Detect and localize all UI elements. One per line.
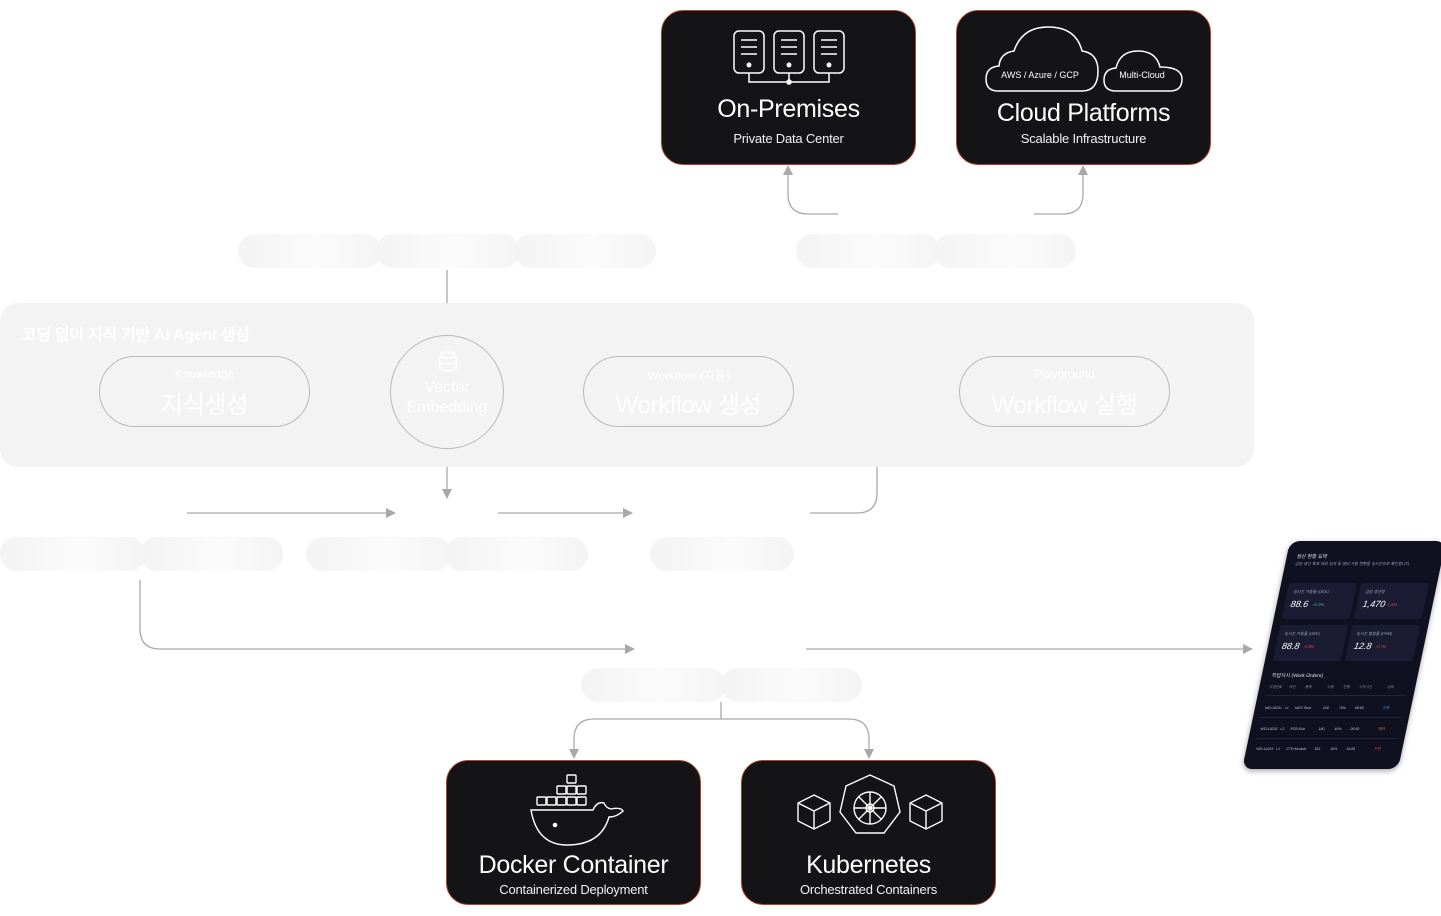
docker-subtitle: Containerized Deployment <box>499 882 648 897</box>
panel-title: 코딩 없이 지식 기반 AI Agent 생성 <box>22 327 250 344</box>
knowledge-subtitle: Knowledge <box>174 367 235 381</box>
database-icon <box>439 351 457 372</box>
arrow-main-bottom <box>139 580 635 654</box>
arrow-to-onprem <box>783 165 838 215</box>
k8s-card: Kubernetes Orchestrated Containers <box>741 760 996 905</box>
onprem-card: On-Premises Private Data Center <box>661 10 916 165</box>
vector-line2: Embedding <box>406 399 488 416</box>
cloud-tag-multi: Multi-Cloud <box>1119 70 1165 80</box>
table-title: 작업지시 (Work Orders) <box>1271 673 1324 679</box>
arrow-to-k8s <box>721 718 874 759</box>
kpi-card: 실시간 가동률 (OEE) 88.8 -0.8% <box>1272 625 1349 661</box>
table-divider <box>1260 717 1402 718</box>
knowledge-title: 지식생성 <box>160 392 249 419</box>
placeholder-pill <box>140 537 283 571</box>
placeholder-pill <box>581 668 726 702</box>
line-workflow-return <box>810 391 878 514</box>
playground-subtitle: Playground <box>1034 367 1095 381</box>
docker-card: Docker Container Containerized Deploymen… <box>446 760 701 905</box>
vector-embedding-node: Vector Embedding <box>390 335 504 449</box>
table-divider <box>1256 738 1397 739</box>
kpi-card: 실시간 가동률 (OEE) 88.6 +2.3% <box>1281 583 1358 619</box>
onprem-subtitle: Private Data Center <box>733 131 844 146</box>
server-rack-icon <box>733 30 845 85</box>
kpi-card: 금일 생산량 1,470 -1.5% <box>1353 583 1430 619</box>
cloud-card: AWS / Azure / GCP Multi-Cloud Cloud Plat… <box>956 10 1211 165</box>
table-row: WO-10232 L2 PCB-Sub 180 45% 09:30 대기 <box>1260 727 1386 731</box>
placeholder-pill <box>934 234 1076 268</box>
placeholder-pill <box>445 537 588 571</box>
cloud-title: Cloud Platforms <box>996 99 1171 127</box>
placeholder-pill <box>238 234 382 268</box>
placeholder-pill <box>376 234 520 268</box>
placeholder-pill <box>306 537 451 571</box>
table-row: WO-10231 L1 MOT-Stud 240 70% 09:00 진행 <box>1264 706 1390 710</box>
workflow-title: Workflow 생성 <box>615 392 762 419</box>
knowledge-node: Knowledge 지식생성 <box>99 356 310 427</box>
k8s-title: Kubernetes <box>806 851 931 879</box>
table-header-row: 작업번호 라인 품목 수량 진행 시작시간 상태 <box>1268 685 1395 689</box>
table-divider <box>1265 695 1406 696</box>
table-row: WO-10233 L1 CTR-Module 320 20% 10:00 지연 <box>1255 747 1382 751</box>
k8s-subtitle: Orchestrated Containers <box>799 882 938 897</box>
arrow-to-cloud <box>1034 165 1088 215</box>
docker-title: Docker Container <box>478 851 669 879</box>
placeholder-pill <box>514 234 656 268</box>
cloud-subtitle: Scalable Infrastructure <box>1020 131 1147 146</box>
placeholder-pill <box>796 234 940 268</box>
workflow-subtitle: Workflow (자동) <box>647 369 730 383</box>
docker-whale-icon <box>530 774 624 846</box>
agent-builder-panel <box>0 303 1254 467</box>
dashboard-description: 금일 생산 목표 대비 실적 및 설비 가동 현황을 실시간으로 확인합니다. <box>1294 561 1412 566</box>
cloud-icon <box>985 26 1183 92</box>
arrow-to-docker <box>569 718 721 759</box>
placeholder-pill <box>721 668 862 702</box>
dashboard-header: 생산 현황 요약 <box>1296 554 1328 560</box>
onprem-title: On-Premises <box>717 95 860 123</box>
workflow-node: Workflow (자동) Workflow 생성 <box>583 356 794 427</box>
playground-node: Playground Workflow 실행 <box>959 356 1170 427</box>
placeholder-pill <box>0 537 146 571</box>
kpi-card: 실시간 불량률 (PPM) 12.8 -0.7% <box>1344 625 1421 661</box>
vector-line1: Vector <box>424 379 470 396</box>
kubernetes-icon <box>797 774 943 834</box>
playground-title: Workflow 실행 <box>991 392 1138 419</box>
cloud-tag-aws: AWS / Azure / GCP <box>1001 70 1079 80</box>
placeholder-pill <box>650 537 794 571</box>
